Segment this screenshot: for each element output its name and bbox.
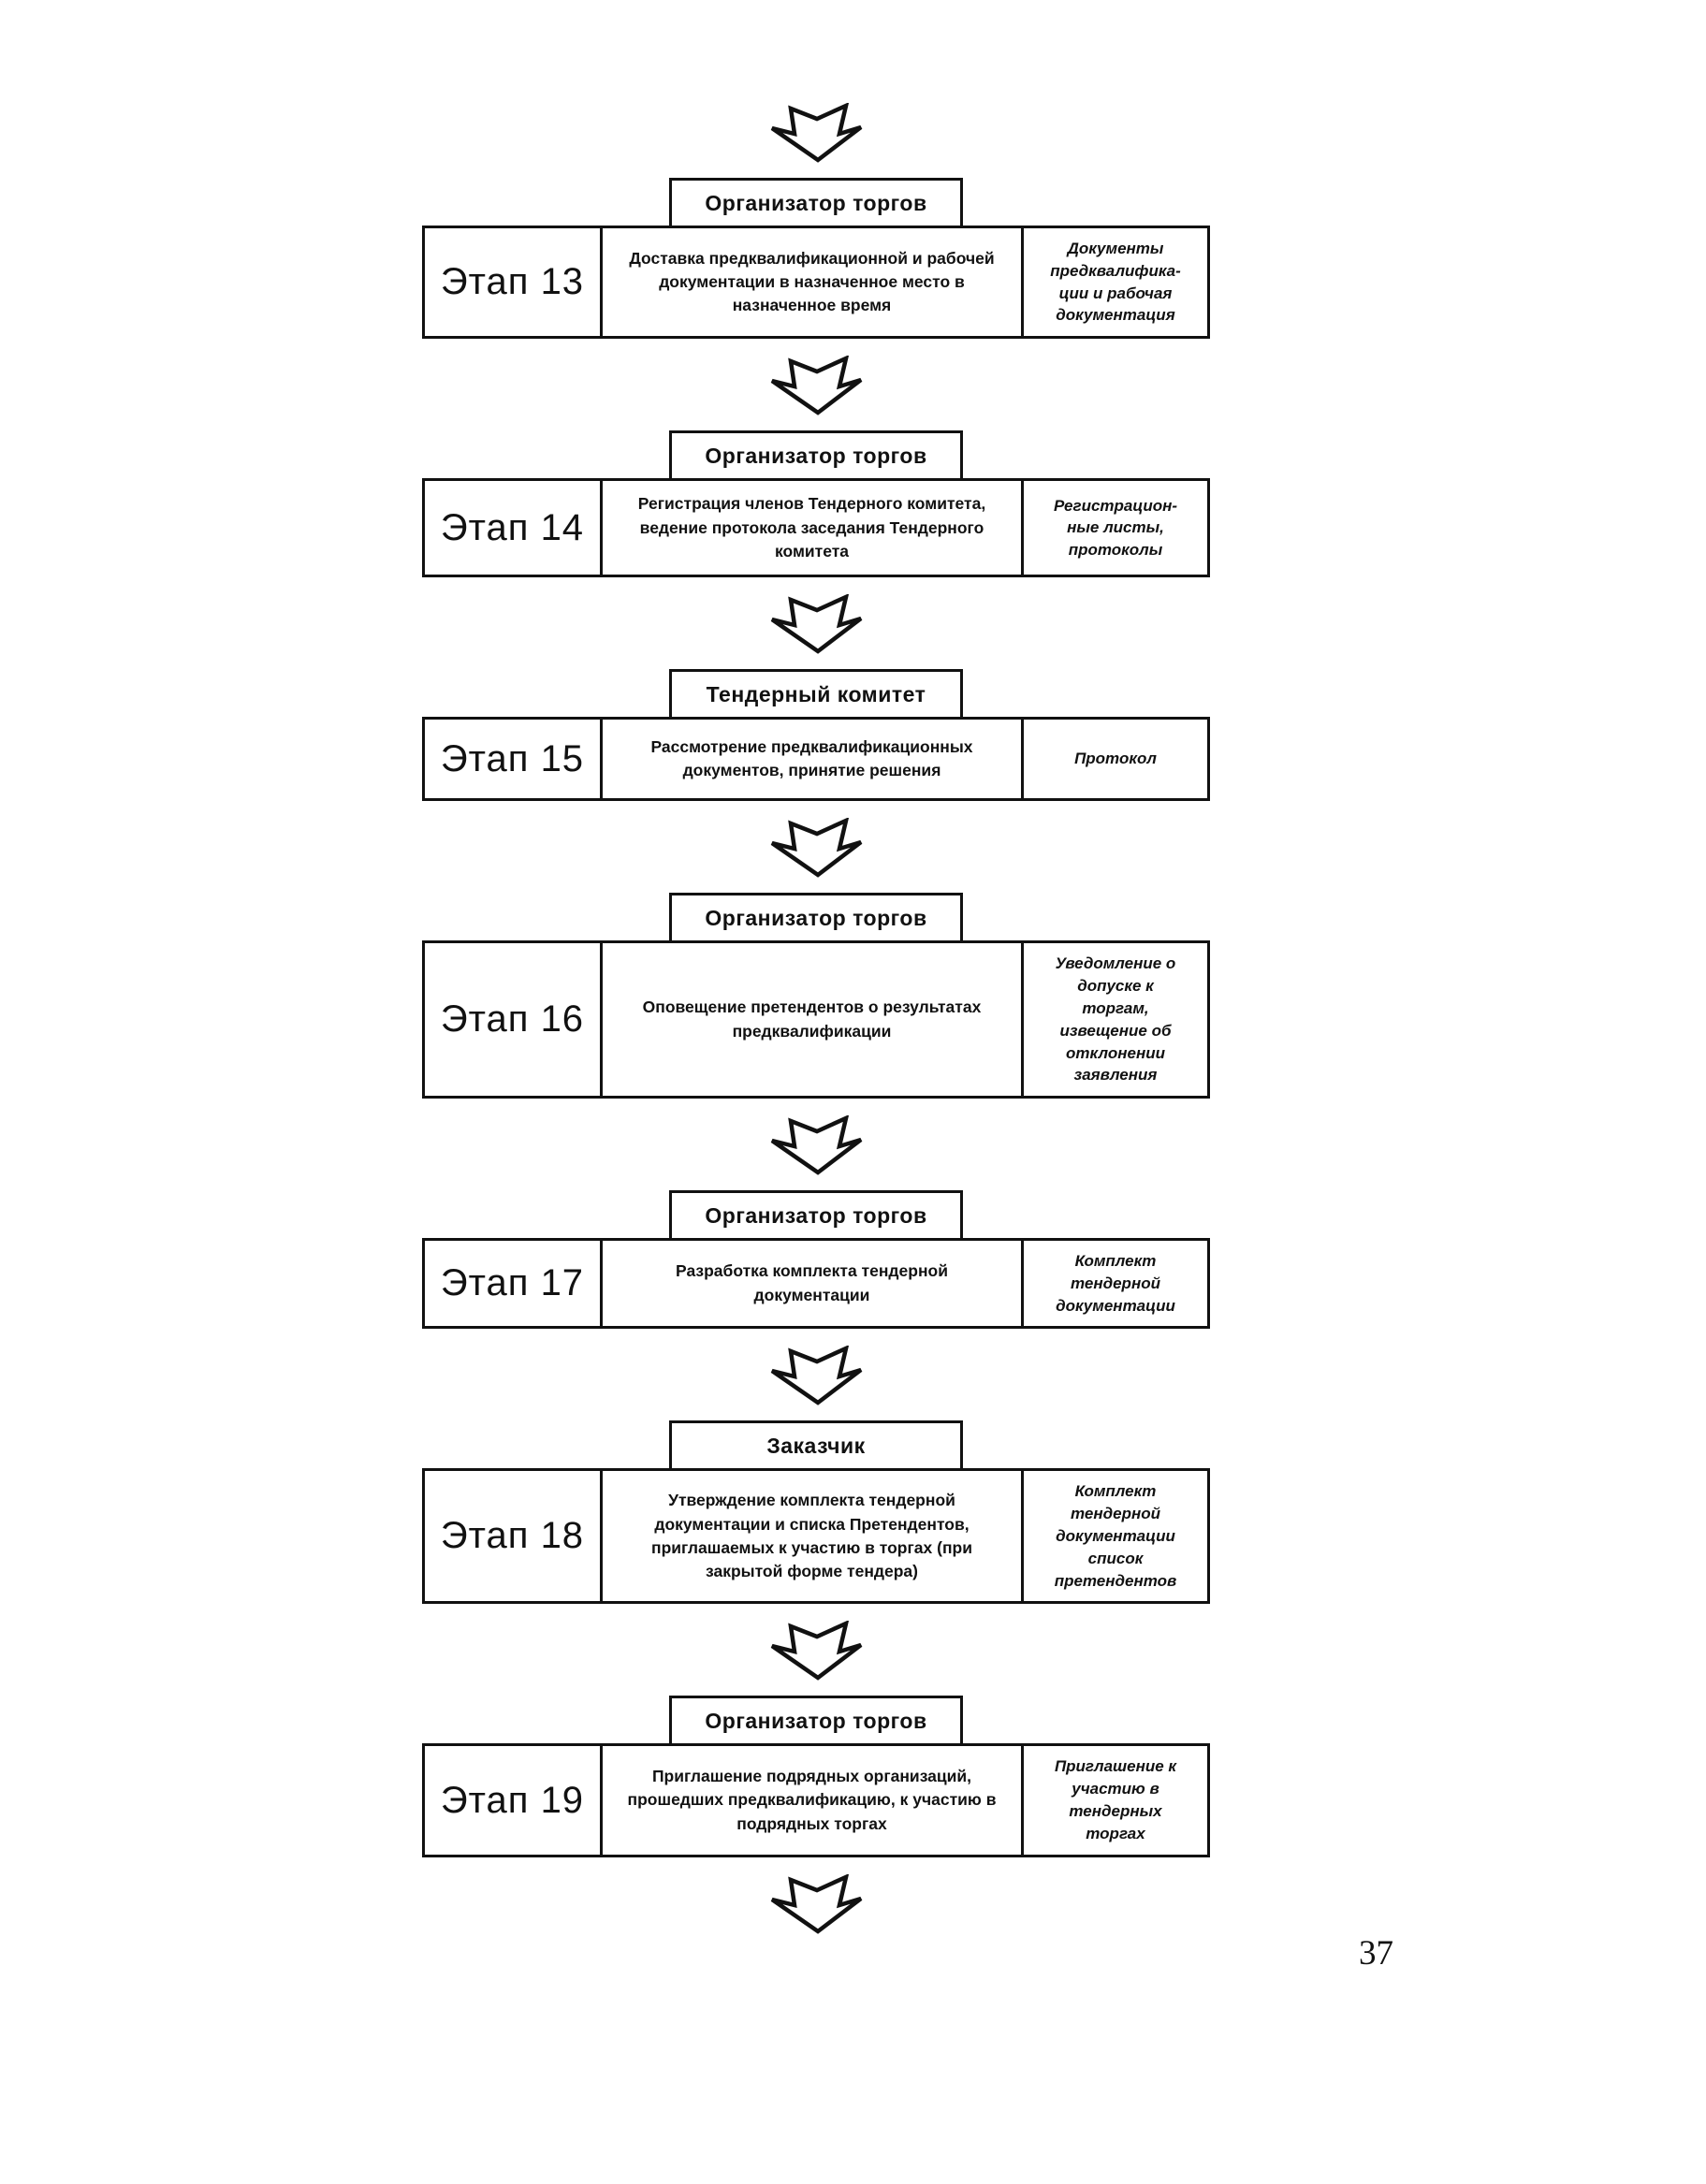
stage-number-cell: Этап 19: [425, 1746, 603, 1855]
actor-label: Тендерный комитет: [706, 681, 926, 706]
down-arrow-icon: [770, 818, 863, 879]
stage-number-cell: Этап 15: [425, 720, 603, 799]
down-arrow-icon: [770, 1621, 863, 1682]
stage-row: Этап 18 Утверждение комплекта тендерной …: [422, 1468, 1210, 1605]
down-arrow-icon: [770, 1346, 863, 1406]
stage-row: Этап 17 Разработка комплекта тендерной д…: [422, 1238, 1210, 1330]
stage-description-cell: Приглашение подрядных организаций, проше…: [603, 1746, 1024, 1855]
stage-number-cell: Этап 17: [425, 1241, 603, 1327]
stage-description-cell: Доставка предквалификационной и рабочей …: [603, 228, 1024, 337]
stage-block: Тендерный комитет Этап 15 Рассмотрение п…: [422, 577, 1210, 802]
down-arrow-icon: [770, 103, 863, 163]
stage-row: Этап 14 Регистрация членов Тендерного ко…: [422, 478, 1210, 578]
stage-block: Организатор торгов Этап 17 Разработка ко…: [422, 1099, 1210, 1330]
stage-documents-cell: Комплект тендерной документации список п…: [1054, 1482, 1177, 1590]
actor-box: Организатор торгов: [669, 1696, 963, 1747]
actor-box: Организатор торгов: [669, 1190, 963, 1242]
stage-description-cell: Разработка комплекта тендерной документа…: [603, 1241, 1024, 1327]
stage-block: Организатор торгов Этап 13 Доставка пред…: [422, 86, 1210, 340]
stage-description-cell: Утверждение комплекта тендерной документ…: [603, 1471, 1024, 1602]
stage-documents-cell: Приглашение к участию в тендерных торгах: [1054, 1757, 1177, 1842]
actor-label: Организатор торгов: [705, 443, 927, 468]
down-arrow-icon: [770, 1873, 863, 1934]
stage-documents-cell: Документы предквалифика- ции и рабочая д…: [1050, 240, 1181, 325]
stage-description-cell: Регистрация членов Тендерного комитета, …: [603, 481, 1024, 575]
actor-box: Заказчик: [669, 1420, 963, 1472]
stage-number-cell: Этап 13: [425, 228, 603, 337]
flowchart: Организатор торгов Этап 13 Доставка пред…: [422, 86, 1210, 1949]
actor-box: Организатор торгов: [669, 893, 963, 944]
stage-number-cell: Этап 18: [425, 1471, 603, 1602]
actor-label: Организатор торгов: [705, 190, 927, 215]
actor-label: Организатор торгов: [705, 905, 927, 930]
actor-box: Организатор торгов: [669, 178, 963, 228]
stage-number-cell: Этап 14: [425, 481, 603, 575]
stage-description-cell: Рассмотрение предквалификационных докуме…: [603, 720, 1024, 799]
actor-box: Тендерный комитет: [669, 669, 963, 721]
actor-label: Заказчик: [766, 1433, 866, 1458]
stage-number-cell: Этап 16: [425, 943, 603, 1097]
stage-documents-cell: Протокол: [1074, 750, 1157, 768]
down-arrow-icon: [770, 356, 863, 415]
stage-row: Этап 16 Оповещение претендентов о резуль…: [422, 940, 1210, 1099]
stage-documents-cell: Уведомление о допуске к торгам, извещени…: [1055, 954, 1176, 1085]
actor-label: Организатор торгов: [705, 1202, 927, 1228]
down-arrow-icon: [770, 1115, 863, 1175]
stage-block: Заказчик Этап 18 Утверждение комплекта т…: [422, 1329, 1210, 1605]
stage-description-cell: Оповещение претендентов о результатах пр…: [603, 943, 1024, 1097]
page-number: 37: [1359, 1934, 1393, 1973]
actor-box: Организатор торгов: [669, 430, 963, 482]
stage-block: Организатор торгов Этап 19 Приглашение п…: [422, 1604, 1210, 1857]
down-arrow-icon: [770, 594, 863, 655]
stage-documents-cell: Регистрацион- ные листы, протоколы: [1053, 496, 1178, 560]
stage-block: Организатор торгов Этап 14 Регистрация ч…: [422, 339, 1210, 578]
stage-row: Этап 19 Приглашение подрядных организаци…: [422, 1743, 1210, 1857]
stage-documents-cell: Комплект тендерной документации: [1056, 1252, 1175, 1315]
actor-label: Организатор торгов: [705, 1708, 927, 1733]
stage-row: Этап 15 Рассмотрение предквалификационны…: [422, 717, 1210, 802]
stage-block: Организатор торгов Этап 16 Оповещение пр…: [422, 801, 1210, 1099]
stage-row: Этап 13 Доставка предквалификационной и …: [422, 226, 1210, 340]
